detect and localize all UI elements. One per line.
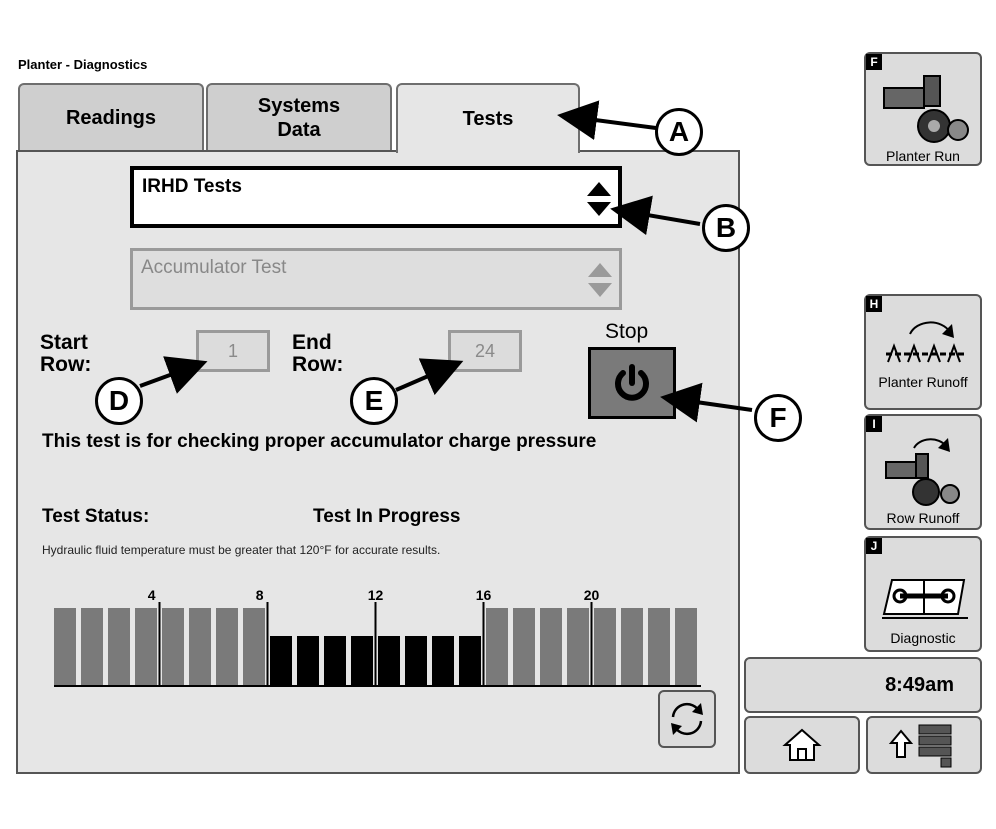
softkey-f-badge: F <box>866 54 882 70</box>
diagnostic-button[interactable]: J Diagnostic <box>864 536 982 652</box>
tab-tests-label: Tests <box>462 108 514 130</box>
row-tick-label-20: 20 <box>584 587 600 603</box>
row-status-chart: 4 8 12 16 20 <box>54 587 701 687</box>
refresh-button[interactable] <box>658 690 716 748</box>
test-status-value: Test In Progress <box>313 506 461 527</box>
row-runoff-label: Row Runoff <box>886 510 960 526</box>
tab-readings[interactable]: Readings <box>18 83 204 151</box>
row-bar-15 <box>432 636 454 686</box>
softkey-i-badge: I <box>866 416 882 432</box>
row-bar-12 <box>351 636 373 686</box>
row-bar-19 <box>540 608 562 686</box>
tab-systems-data-label: Systems Data <box>257 95 341 141</box>
row-bar-22 <box>621 608 643 686</box>
page-title: Planter - Diagnostics <box>18 57 148 72</box>
row-bar-1 <box>54 608 76 686</box>
row-bar-20 <box>567 608 589 686</box>
row-tick-label-4: 4 <box>148 587 156 603</box>
callout-a: A <box>655 108 703 156</box>
clock-display: 8:49am <box>744 657 982 713</box>
row-bar-8 <box>243 608 265 686</box>
test-description: This test is for checking proper accumul… <box>42 431 597 452</box>
temperature-note: Hydraulic fluid temperature must be grea… <box>42 543 441 557</box>
planter-runoff-button[interactable]: H Planter Runoff <box>864 294 982 410</box>
test-type-select[interactable]: IRHD Tests <box>130 166 622 228</box>
end-row-label: End Row: <box>292 331 344 376</box>
row-bar-4 <box>135 608 157 686</box>
planter-runoff-icon <box>886 321 964 363</box>
subtest-select: Accumulator Test <box>130 248 622 310</box>
power-icon <box>615 364 649 401</box>
diagnostic-book-icon <box>882 579 968 619</box>
home-icon <box>782 728 822 761</box>
start-row-label: Start Row: <box>40 331 92 376</box>
refresh-icon <box>671 702 703 736</box>
callout-b: B <box>702 204 750 252</box>
row-tick-label-8: 8 <box>256 587 264 603</box>
row-bar-23 <box>648 608 670 686</box>
tab-tests[interactable]: Tests <box>396 83 580 153</box>
planter-runoff-label: Planter Runoff <box>878 374 968 390</box>
up-down-arrows-icon <box>588 263 612 297</box>
home-button[interactable] <box>744 716 860 774</box>
row-tick-label-16: 16 <box>476 587 492 603</box>
planter-run-button[interactable]: F Planter Run <box>864 52 982 166</box>
softkey-h-badge: H <box>866 296 882 312</box>
up-down-arrows-icon <box>587 182 611 216</box>
row-bar-13 <box>378 636 400 686</box>
row-bar-7 <box>216 608 238 686</box>
row-bar-24 <box>675 608 697 686</box>
stop-label: Stop <box>605 320 649 343</box>
row-runoff-icon <box>885 438 960 506</box>
row-bar-17 <box>486 608 508 686</box>
planter-icon <box>883 75 969 143</box>
callout-d: D <box>95 377 143 425</box>
row-bar-21 <box>594 608 616 686</box>
tab-systems-data[interactable]: Systems Data <box>206 83 392 151</box>
row-bar-3 <box>108 608 130 686</box>
row-tick-label-12: 12 <box>368 587 384 603</box>
row-bar-5 <box>162 608 184 686</box>
row-bar-9 <box>270 636 292 686</box>
test-status-label: Test Status: <box>42 506 150 527</box>
row-bar-2 <box>81 608 103 686</box>
end-row-input[interactable]: 24 <box>448 330 522 372</box>
row-bar-6 <box>189 608 211 686</box>
softkey-j-badge: J <box>866 538 882 554</box>
menu-button[interactable] <box>866 716 982 774</box>
row-bar-10 <box>297 636 319 686</box>
tab-readings-label: Readings <box>65 107 157 129</box>
planter-run-label: Planter Run <box>886 148 960 164</box>
subtest-value: Accumulator Test <box>141 257 287 278</box>
row-bar-16 <box>459 636 481 686</box>
callout-f: F <box>754 394 802 442</box>
up-menu-icon <box>888 724 952 768</box>
start-row-input[interactable]: 1 <box>196 330 270 372</box>
row-bar-18 <box>513 608 535 686</box>
row-runoff-button[interactable]: I Row Runoff <box>864 414 982 530</box>
callout-e: E <box>350 377 398 425</box>
diagnostic-label: Diagnostic <box>890 630 956 646</box>
test-type-value: IRHD Tests <box>142 176 242 197</box>
row-bar-11 <box>324 636 346 686</box>
row-bar-14 <box>405 636 427 686</box>
